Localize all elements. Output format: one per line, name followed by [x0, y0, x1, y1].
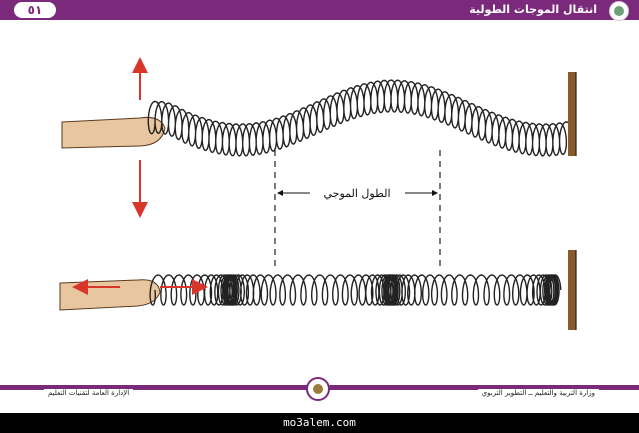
transverse-spring [148, 80, 573, 156]
watermark-text: mo3alem.com [283, 416, 356, 429]
transverse-wave-section [62, 65, 576, 210]
wavelength-label: الطول الموجي [323, 187, 390, 200]
watermark-bar: mo3alem.com [0, 413, 639, 433]
header-bar: ٥١ انتقال الموجات الطولية [0, 0, 639, 20]
wall-bottom [568, 250, 576, 330]
logo-icon [609, 1, 629, 21]
wall-top [568, 72, 576, 156]
footer-right-text: وزارة التربية والتعليم ــ التطوير التربو… [478, 389, 599, 397]
page-title: انتقال الموجات الطولية [469, 2, 597, 18]
longitudinal-spring [150, 275, 561, 305]
wave-diagram: الطول الموجي [0, 20, 639, 380]
emblem-icon [306, 377, 330, 401]
hand-bottom [60, 280, 160, 310]
longitudinal-wave-section [60, 250, 576, 330]
wavelength-marker: الطول الموجي [275, 150, 440, 270]
page-number: ٥١ [14, 2, 56, 18]
footer-left-text: الإدارة العامة لتقنيات التعليم [44, 389, 133, 397]
